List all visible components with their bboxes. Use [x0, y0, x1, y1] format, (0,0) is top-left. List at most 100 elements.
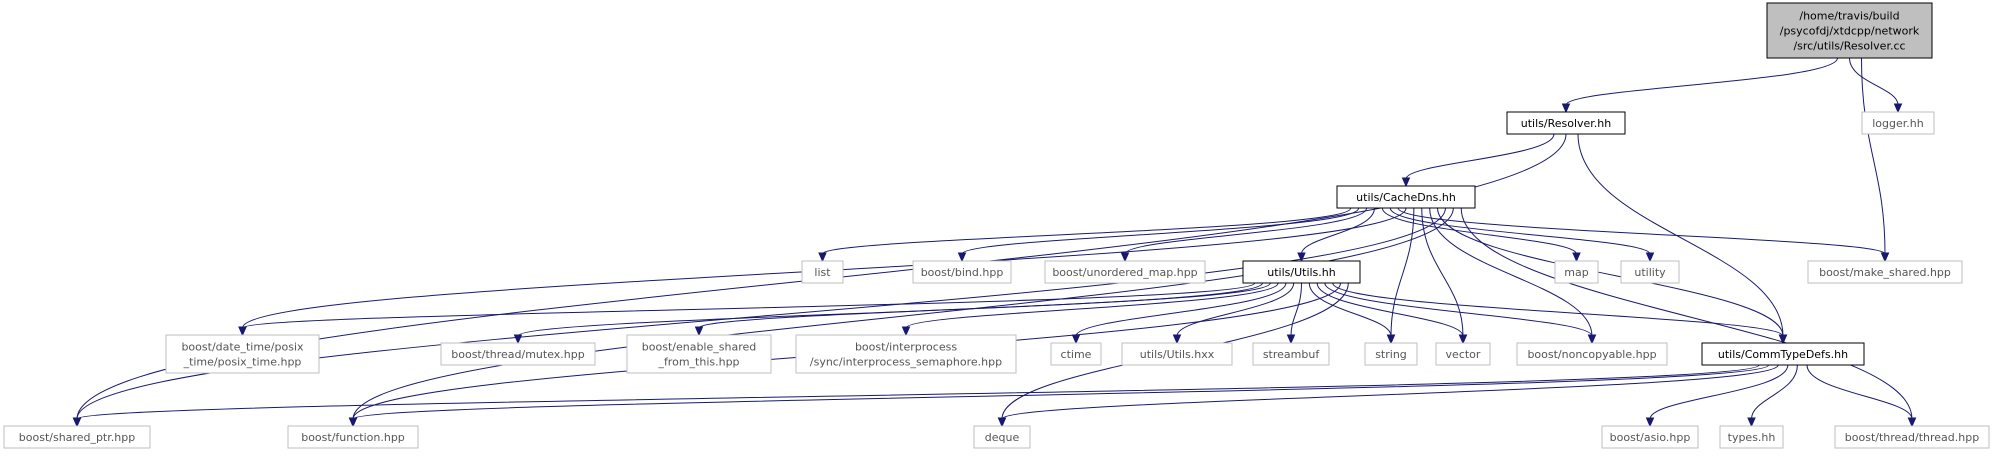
node-label-shared_ptr: boost/shared_ptr.hpp — [19, 431, 135, 444]
arrowhead-utils_hh-to-enable_shared — [694, 326, 704, 337]
edge-utils_hh-to-posix_time — [242, 282, 1256, 329]
node-label-streambuf: streambuf — [1263, 348, 1321, 361]
node-box-commtypedefs — [1701, 342, 1865, 366]
edge-utils_hh-to-noncopyable — [1324, 282, 1593, 337]
edge-commtypedefs-to-deque — [1001, 364, 1779, 420]
edge-resolver_hh-to-commtypedefs — [1577, 133, 1784, 337]
arrowhead-utils_hh-to-utils_hxx — [1172, 334, 1182, 345]
edge-cachedns_hh-to-list — [822, 207, 1352, 255]
node-box-asio — [1601, 425, 1699, 449]
node-box-function — [287, 425, 419, 449]
arrowhead-commtypedefs-to-function — [348, 417, 358, 428]
node-noncopyable[interactable]: boost/noncopyable.hpp — [1516, 342, 1668, 366]
node-map[interactable]: map — [1554, 260, 1599, 284]
edge-utils_hh-to-commtypedefs — [1332, 282, 1784, 337]
node-box-ctime — [1050, 342, 1102, 366]
node-label-thread: boost/thread/thread.hpp — [1845, 431, 1979, 444]
node-label-ip_semaphore: /sync/interprocess_semaphore.hpp — [810, 356, 1002, 369]
edge-utils_hh-to-vector — [1316, 282, 1464, 337]
arrowhead-commtypedefs-to-asio — [1645, 417, 1655, 428]
node-utility[interactable]: utility — [1620, 260, 1680, 284]
node-label-commtypedefs: utils/CommTypeDefs.hh — [1718, 348, 1848, 361]
arrowhead-cachedns_hh-to-utils_hh — [1297, 252, 1306, 263]
edge-cachedns_hh-to-boost_make_shared — [1397, 207, 1886, 255]
node-label-list: list — [814, 266, 831, 279]
node-box-list — [801, 260, 844, 284]
node-commtypedefs[interactable]: utils/CommTypeDefs.hh — [1701, 342, 1865, 366]
node-box-shared_ptr — [3, 425, 151, 449]
node-label-noncopyable: boost/noncopyable.hpp — [1527, 348, 1656, 361]
node-label-boost_bind: boost/bind.hpp — [921, 266, 1004, 279]
edge-utils_hh-to-mutex — [517, 282, 1263, 337]
node-label-logger_hh: logger.hh — [1872, 117, 1923, 130]
arrowhead-cachedns_hh-to-boost_bind — [957, 252, 967, 263]
node-label-utils_hh: utils/Utils.hh — [1267, 266, 1336, 279]
node-label-deque: deque — [985, 431, 1020, 444]
arrowhead-utils_hh-to-posix_time — [238, 326, 247, 337]
node-enable_shared[interactable]: boost/enable_shared_from_this.hpp — [626, 334, 772, 374]
edge-utils_hh-to-ctime — [1075, 282, 1287, 337]
arrowhead-utils_hh-to-ip_semaphore — [901, 326, 911, 337]
node-box-types_hh — [1719, 425, 1784, 449]
node-mutex[interactable]: boost/thread/mutex.hpp — [440, 342, 596, 366]
node-label-string: string — [1375, 348, 1407, 361]
arrowhead-utils_hh-to-vector — [1458, 334, 1468, 345]
node-ip_semaphore[interactable]: boost/interprocess/sync/interprocess_sem… — [795, 334, 1017, 374]
node-list[interactable]: list — [801, 260, 844, 284]
node-label-mutex: boost/thread/mutex.hpp — [451, 348, 584, 361]
node-string[interactable]: string — [1364, 342, 1418, 366]
node-box-logger_hh — [1861, 111, 1935, 135]
edge-commtypedefs-to-asio — [1649, 364, 1789, 420]
edge-cachedns_hh-to-function — [352, 207, 1454, 420]
edge-utils_hh-to-string — [1308, 282, 1392, 337]
node-deque[interactable]: deque — [973, 425, 1031, 449]
node-box-string — [1364, 342, 1418, 366]
node-label-map: map — [1564, 266, 1588, 279]
node-asio[interactable]: boost/asio.hpp — [1601, 425, 1699, 449]
node-logger_hh[interactable]: logger.hh — [1861, 111, 1935, 135]
arrowhead-cachedns_hh-to-boost_make_shared — [1880, 252, 1890, 263]
node-boost_make_shared[interactable]: boost/make_shared.hpp — [1807, 260, 1963, 284]
edge-cachedns_hh-to-boost_bind — [961, 207, 1360, 255]
edge-root-to-logger_hh — [1849, 57, 1899, 106]
node-streambuf[interactable]: streambuf — [1252, 342, 1330, 366]
node-cachedns_hh[interactable]: utils/CacheDns.hh — [1336, 185, 1476, 209]
node-label-boost_make_shared: boost/make_shared.hpp — [1819, 266, 1951, 279]
node-posix_time[interactable]: boost/date_time/posix_time/posix_time.hp… — [165, 334, 320, 374]
arrowhead-utils_hh-to-mutex — [513, 334, 523, 345]
node-ctime[interactable]: ctime — [1050, 342, 1102, 366]
node-utils_hxx[interactable]: utils/Utils.hxx — [1121, 342, 1233, 366]
node-box-utils_hxx — [1121, 342, 1233, 366]
node-types_hh[interactable]: types.hh — [1719, 425, 1784, 449]
node-label-resolver_hh: utils/Resolver.hh — [1521, 117, 1612, 130]
node-label-root: /src/utils/Resolver.cc — [1793, 40, 1905, 53]
edge-cachedns_hh-to-vector — [1421, 207, 1464, 337]
node-shared_ptr[interactable]: boost/shared_ptr.hpp — [3, 425, 151, 449]
arrowhead-utils_hh-to-string — [1386, 334, 1396, 345]
arrowhead-commtypedefs-to-shared_ptr — [72, 417, 82, 428]
edge-commtypedefs-to-function — [352, 364, 1770, 420]
node-vector[interactable]: vector — [1435, 342, 1491, 366]
node-label-types_hh: types.hh — [1728, 431, 1776, 444]
nodes-layer: /home/travis/build/psycofdj/xtdcpp/netwo… — [3, 2, 1990, 449]
node-boost_unordered_map[interactable]: boost/unordered_map.hpp — [1044, 260, 1206, 284]
node-box-utility — [1620, 260, 1680, 284]
arrowhead-cachedns_hh-to-map — [1572, 252, 1581, 263]
edge-utils_hh-to-utils_hxx — [1176, 282, 1295, 337]
arrowhead-cachedns_hh-to-utility — [1645, 252, 1655, 263]
node-utils_hh[interactable]: utils/Utils.hh — [1242, 260, 1361, 284]
node-resolver_hh[interactable]: utils/Resolver.hh — [1506, 111, 1626, 135]
node-root[interactable]: /home/travis/build/psycofdj/xtdcpp/netwo… — [1766, 2, 1933, 59]
node-function[interactable]: boost/function.hpp — [287, 425, 419, 449]
node-label-utils_hxx: utils/Utils.hxx — [1140, 348, 1215, 361]
node-thread[interactable]: boost/thread/thread.hpp — [1834, 425, 1990, 449]
node-box-boost_bind — [912, 260, 1012, 284]
edge-cachedns_hh-to-boost_unordered_map — [1124, 207, 1368, 255]
edge-commtypedefs-to-thread — [1806, 364, 1913, 420]
arrowhead-commtypedefs-to-deque — [997, 417, 1007, 428]
arrowhead-root-to-logger_hh — [1893, 103, 1903, 114]
edge-utils_hh-to-streambuf — [1290, 282, 1302, 337]
node-label-boost_unordered_map: boost/unordered_map.hpp — [1052, 266, 1197, 279]
node-label-ip_semaphore: boost/interprocess — [855, 341, 957, 354]
node-boost_bind[interactable]: boost/bind.hpp — [912, 260, 1012, 284]
